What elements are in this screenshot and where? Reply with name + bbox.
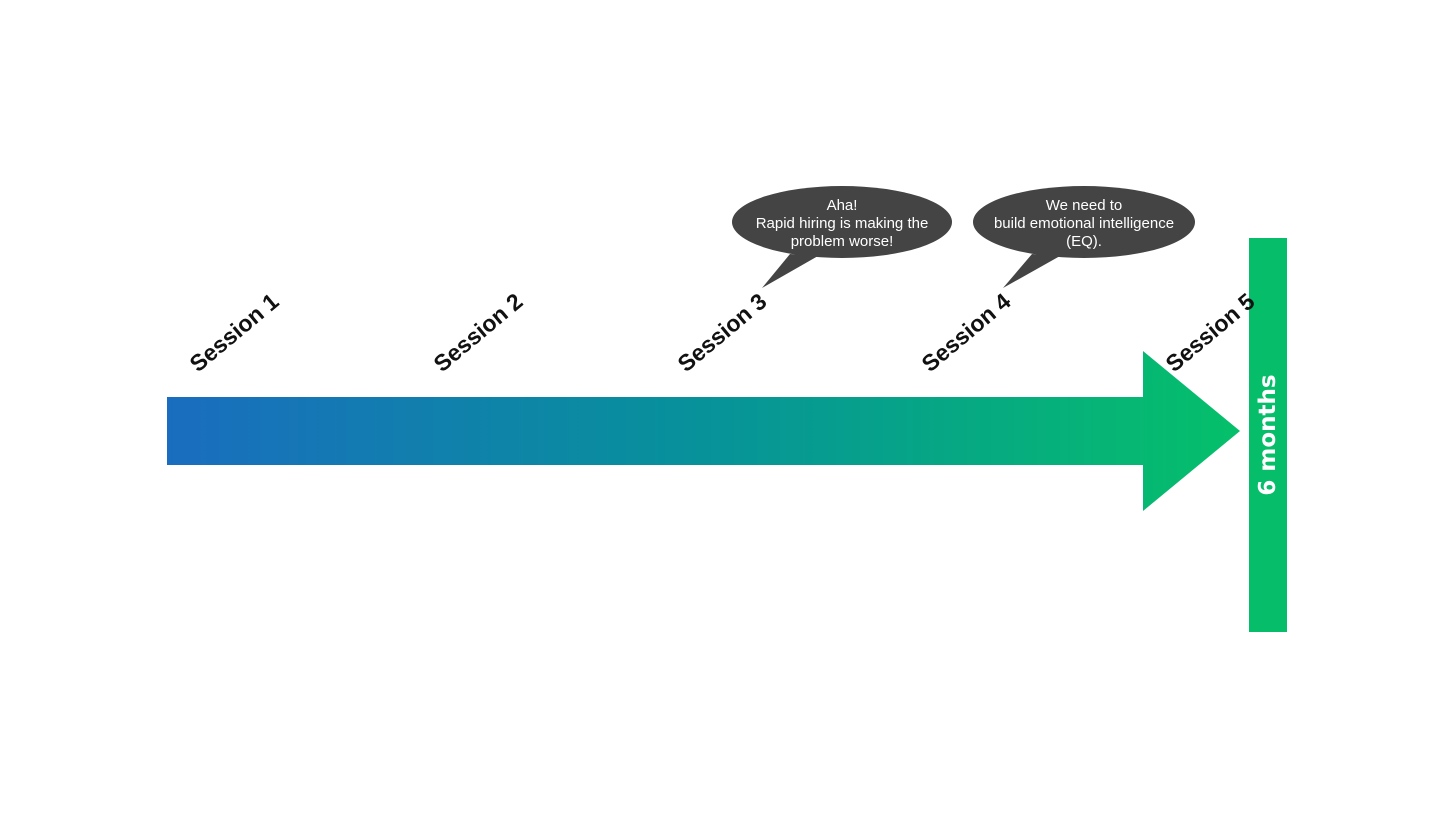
callout-bubble-shape bbox=[973, 186, 1195, 258]
callout-bubble-session-4: We need to build emotional intelligence … bbox=[973, 186, 1195, 288]
callout-text-line-3: problem worse! bbox=[791, 233, 894, 250]
session-label-5: Session 5 bbox=[1161, 288, 1260, 377]
callout-bubble-shape bbox=[732, 186, 952, 258]
callout-text-line-1: We need to bbox=[1046, 197, 1122, 214]
session-label-2: Session 2 bbox=[429, 288, 528, 377]
callout-text-line-3: (EQ). bbox=[1066, 233, 1102, 250]
timeline-arrow bbox=[167, 351, 1240, 511]
session-label-4: Session 4 bbox=[917, 288, 1016, 377]
callout-bubble-shape bbox=[762, 254, 818, 288]
callout-text-line-1: Aha! bbox=[827, 197, 858, 214]
session-label-3: Session 3 bbox=[673, 288, 772, 377]
callout-bubble-session-3: Aha! Rapid hiring is making the problem … bbox=[732, 186, 952, 288]
callout-text-line-2: Rapid hiring is making the bbox=[756, 215, 929, 232]
callout-bubble-shape bbox=[1003, 254, 1060, 288]
deadline-label: 6 months bbox=[1255, 374, 1281, 495]
session-label-1: Session 1 bbox=[185, 288, 284, 377]
callout-text-line-2: build emotional intelligence bbox=[994, 215, 1174, 232]
deadline-bar bbox=[1249, 238, 1287, 632]
